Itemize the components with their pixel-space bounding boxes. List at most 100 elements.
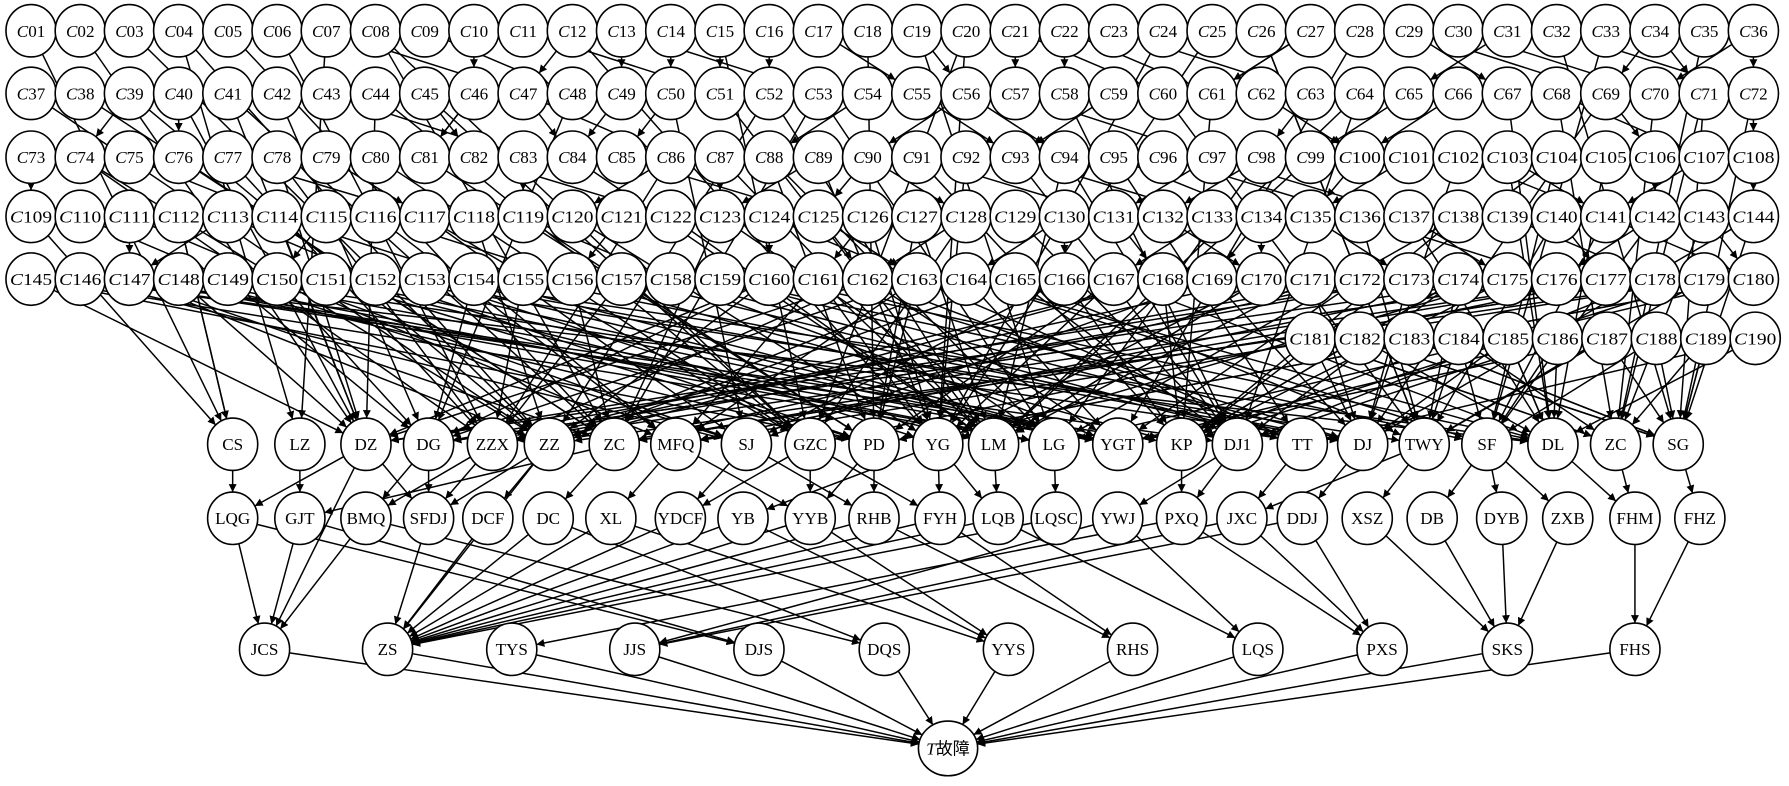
node-shape [1406,491,1459,546]
edge-c170-to-yg [959,289,1240,434]
node-shape [1727,252,1780,307]
node-c67: C67 [1481,66,1534,121]
node-c71: C71 [1678,66,1731,121]
node-gzc: GZC [784,417,837,472]
edge-c131-to-c168 [1128,236,1148,260]
node-c28: C28 [1333,3,1386,58]
node-c78: C78 [251,130,303,185]
node-shape [340,417,392,472]
node-label: GJT [285,509,315,528]
node-label: C33 [1592,21,1620,40]
node-c37: C37 [5,66,57,121]
node-label: DJS [745,640,773,659]
node-label: LZ [289,435,310,454]
edge-zc-to-dc [564,462,598,500]
node-label: JCS [251,640,279,659]
node-shape [1091,417,1144,472]
node-db: DB [1406,491,1459,546]
edge-rhb-to-zs [411,524,850,645]
node-label: C40 [164,84,192,103]
node-label: C17 [804,21,833,40]
edge-c153-to-ygt [448,284,1094,441]
node-label: DL [1542,435,1565,454]
node-c97: C97 [1186,130,1238,185]
node-c13: C13 [595,3,648,58]
edge-lm-to-lqb [992,470,1001,493]
node-shape [1276,417,1329,472]
node-c48: C48 [546,66,599,121]
node-label: C25 [1198,21,1226,40]
edge-ydcf-to-zs [410,527,658,640]
node-label: LQG [215,509,250,528]
edge-c132-to-c170 [1183,229,1241,267]
edge-yg-to-fyh [935,470,943,493]
node-shape [274,417,326,472]
edge-c179-to-zz [574,281,1680,444]
node-label: C54 [853,84,882,103]
node-shape [1541,491,1594,546]
edge-c151-to-ygt [350,283,1094,442]
node-c61: C61 [1186,66,1238,121]
node-label: C45 [410,84,438,103]
edge-zzx-to-bmq [387,456,471,507]
node-c39: C39 [103,66,156,121]
edge-c27-to-c61 [1233,43,1290,81]
edge-c186-to-dl [1550,364,1559,419]
node-shape [917,720,979,777]
node-c08: C08 [349,3,402,58]
edge-c173-to-zzx [516,282,1385,443]
node-bmq: BMQ [340,491,392,546]
node-shape [1729,311,1782,366]
edge-mfq-to-yyb [697,455,789,507]
node-label: C27 [1296,21,1325,40]
node-label: T故障 [926,739,970,758]
node-ygt: YGT [1091,417,1144,472]
edge-zz-to-dcf [503,463,534,499]
node-label: MFQ [657,435,695,454]
node-dcf: DCF [461,491,514,546]
node-c36: C36 [1727,3,1780,58]
node-label: C43 [312,84,340,103]
node-c16: C16 [743,3,796,58]
node-shape [1481,622,1534,677]
node-c03: C03 [103,3,156,58]
node-label: RHS [1116,640,1149,659]
node-label: C76 [164,148,193,167]
node-shape [1609,491,1661,546]
node-shape [361,622,414,677]
node-rhs: RHS [1106,622,1159,677]
